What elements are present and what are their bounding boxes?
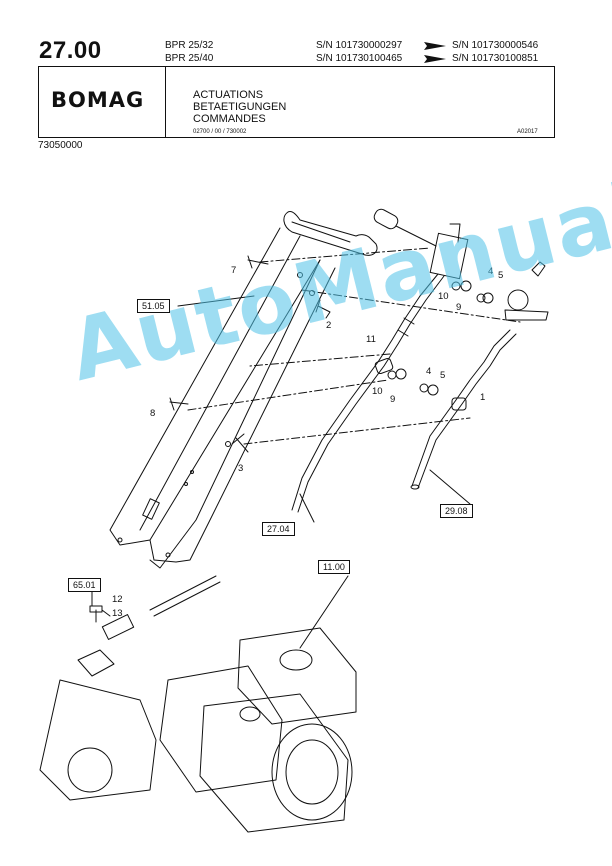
title-block: BOMAG ACTUATIONS BETAETIGUNGEN COMMANDES…: [38, 66, 555, 138]
page-number: 27.00: [39, 37, 102, 64]
title-en: ACTUATIONS: [193, 89, 264, 101]
callout-5: 5: [498, 270, 504, 281]
logo-cell: BOMAG: [39, 67, 166, 137]
serial-from-2: S/N 101730100465: [316, 53, 403, 64]
title-de: BETAETIGUNGEN: [193, 101, 287, 113]
callout-9: 9: [456, 302, 462, 313]
bomag-logo: BOMAG: [51, 88, 145, 112]
serial-from-1: S/N 101730000297: [316, 40, 403, 51]
arrow-right-icon: [424, 42, 446, 50]
callout-2: 2: [326, 320, 332, 331]
reference-code: 73050000: [38, 140, 83, 151]
ref-box-29-08: 29.08: [440, 504, 473, 518]
ref-box-51-05: 51.05: [137, 299, 170, 313]
doc-code: 02700 / 00 / 730002: [193, 129, 247, 135]
callout-8: 8: [150, 408, 156, 419]
serial-to-1: S/N 101730000546: [452, 40, 539, 51]
callout-7: 7: [231, 265, 237, 276]
callout-5: 5: [440, 370, 446, 381]
callout-3: 3: [238, 463, 244, 474]
ref-box-11-00: 11.00: [318, 560, 350, 574]
callout-4: 4: [426, 366, 432, 377]
callout-12: 12: [112, 594, 123, 605]
serial-to-2: S/N 101730100851: [452, 53, 539, 64]
ref-box-27-04: 27.04: [262, 522, 295, 536]
model-line-2: BPR 25/40: [165, 53, 214, 64]
callout-1: 1: [480, 392, 486, 403]
title-fr: COMMANDES: [193, 113, 266, 125]
callout-4: 4: [488, 266, 494, 277]
callout-10: 10: [438, 291, 449, 302]
drawing-code: A02017: [517, 129, 538, 135]
callout-10: 10: [372, 386, 383, 397]
model-line-1: BPR 25/32: [165, 40, 214, 51]
ref-box-65-01: 65.01: [68, 578, 101, 592]
callout-9: 9: [390, 394, 396, 405]
arrow-right-icon: [424, 55, 446, 63]
callout-11: 11: [366, 334, 376, 345]
callout-13: 13: [112, 608, 123, 619]
